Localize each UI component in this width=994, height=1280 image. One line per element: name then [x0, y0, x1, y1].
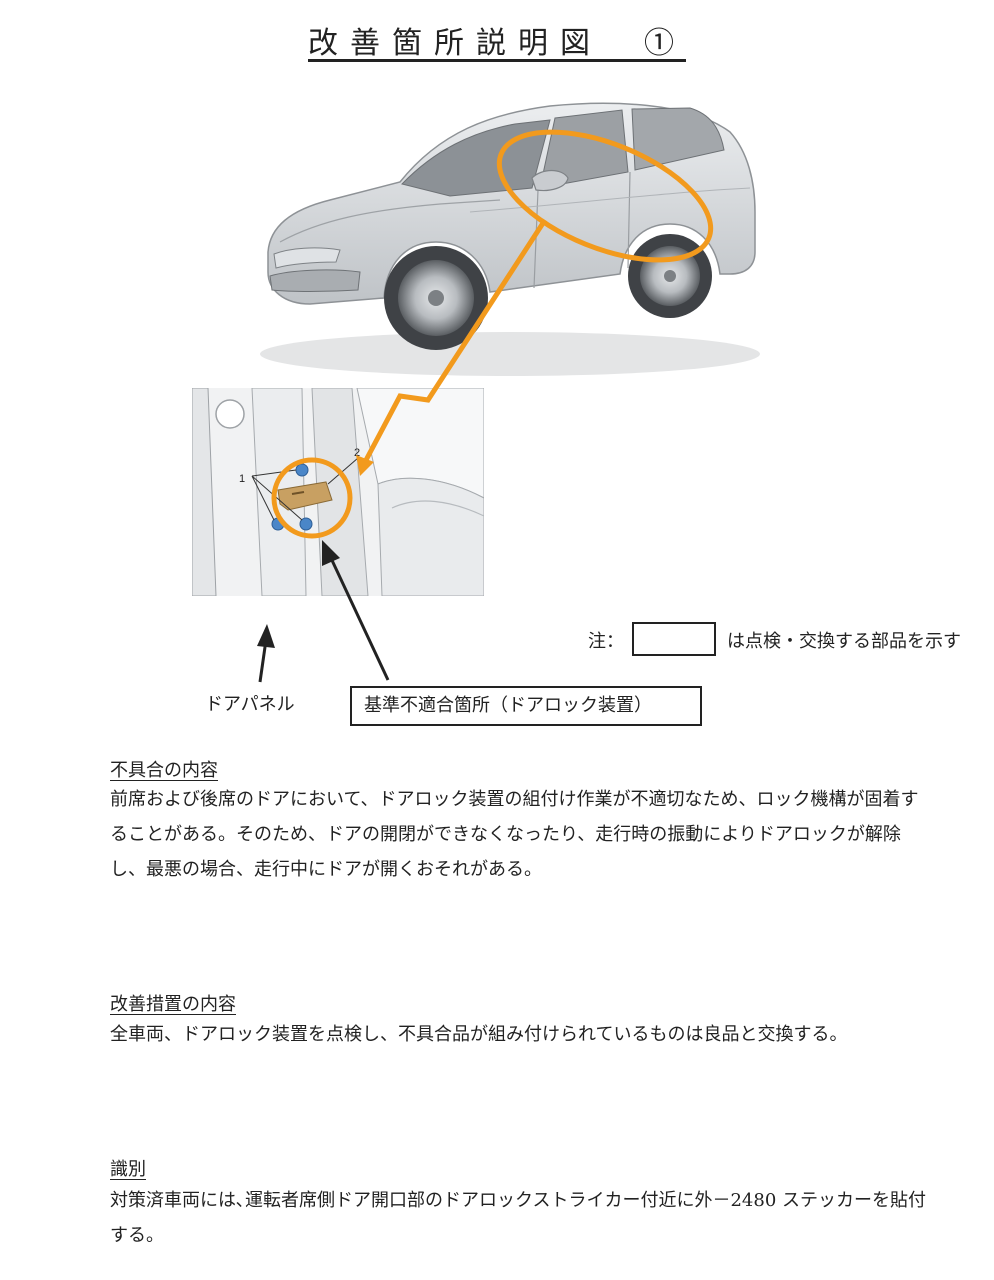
door-lock-detail-illustration: 1 2	[192, 388, 484, 596]
note-prefix: 注：	[588, 631, 624, 652]
door-panel-label: ドアパネル	[205, 694, 295, 715]
defect-heading: 不具合の内容	[110, 760, 218, 781]
page-title-text: 改善箇所説明図 ①	[308, 26, 686, 61]
callout-number-2: 2	[354, 447, 360, 459]
note-suffix: は点検・交換する部品を示す	[727, 631, 961, 652]
defect-description: 前席および後席のドアにおいて、ドアロック装置の組付け作業が不適切なため、ロック機…	[110, 789, 919, 880]
defect-location-label: 基準不適合箇所（ドアロック装置）	[350, 686, 702, 726]
door-panel-arrowhead	[257, 624, 275, 648]
callout-number-1: 1	[239, 473, 245, 485]
remedy-heading: 改善措置の内容	[110, 994, 236, 1015]
page-title: 改善箇所説明図 ①	[0, 18, 994, 62]
note-legend-box	[632, 622, 716, 656]
identification-heading: 識別	[110, 1159, 146, 1180]
identification-description: 対策済車両には､運転者席側ドア開口部のドアロックストライカー付近に外－2480 …	[110, 1190, 926, 1246]
remedy-description: 全車両、ドアロック装置を点検し、不具合品が組み付けられているものは良品と交換する…	[110, 1024, 848, 1045]
car-illustration	[260, 102, 760, 376]
